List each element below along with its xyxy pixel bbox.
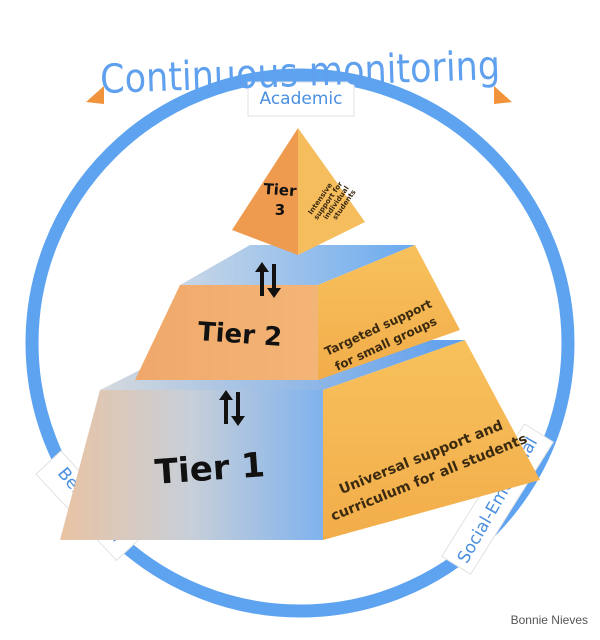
- tier-3-label-line-2: 3: [275, 201, 285, 219]
- title-arrow-left-icon: [86, 86, 104, 104]
- ring-tab-top: [247, 81, 355, 117]
- monitoring-ring: [25, 68, 575, 618]
- up-down-arrow-icon: [255, 262, 281, 298]
- tier-2-front-face: [135, 285, 318, 380]
- tier-2-side-face: [318, 245, 460, 380]
- ring-label-academic: Academic: [260, 89, 343, 109]
- tier-1-side-face: [323, 340, 540, 540]
- tier-1-front-face: [60, 390, 323, 540]
- tier-3-front-face: [232, 128, 298, 255]
- tier-3-side-face: [298, 128, 365, 255]
- tier-2-block: [135, 245, 460, 380]
- tier-3-block: [232, 128, 365, 255]
- tier-3-label-line-1: Tier: [263, 180, 298, 200]
- author-credit: Bonnie Nieves: [511, 613, 588, 627]
- tier-2-label: Tier 2: [197, 317, 283, 353]
- up-down-arrow-icon: [219, 390, 245, 426]
- tier-2-top-face: [180, 245, 415, 285]
- title-arrow-right-icon: [494, 86, 512, 104]
- tier-1-label: Tier 1: [154, 445, 267, 493]
- diagram-title: Continuous monitoring: [99, 43, 500, 103]
